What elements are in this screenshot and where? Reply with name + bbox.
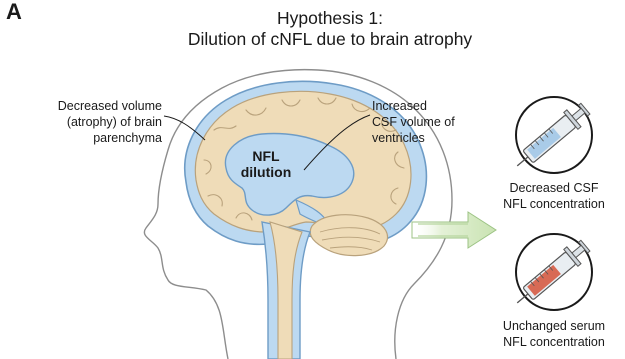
label-csf-result: Decreased CSF NFL concentration: [486, 180, 622, 212]
label-csf-volume-line-1: Increased: [372, 98, 482, 114]
label-parenchyma: Decreased volume (atrophy) of brain pare…: [8, 98, 162, 146]
label-csf-result-line-1: Decreased CSF: [486, 180, 622, 196]
label-nfl-dilution: NFL dilution: [236, 148, 296, 180]
label-csf-volume: Increased CSF volume of ventricles: [372, 98, 482, 146]
label-parenchyma-line-2: (atrophy) of brain: [8, 114, 162, 130]
label-csf-volume-line-3: ventricles: [372, 130, 482, 146]
title-line-1: Hypothesis 1:: [120, 8, 540, 29]
result-arrow: [412, 212, 496, 248]
label-nfl: NFL: [236, 148, 296, 164]
cerebellum: [310, 215, 387, 256]
csf-syringe-icon: [510, 97, 592, 174]
label-csf-result-line-2: NFL concentration: [486, 196, 622, 212]
serum-syringe-icon: [510, 234, 592, 311]
panel-label: A: [6, 0, 22, 24]
label-parenchyma-line-1: Decreased volume: [8, 98, 162, 114]
label-csf-volume-line-2: CSF volume of: [372, 114, 482, 130]
label-serum-result-line-2: NFL concentration: [486, 334, 622, 350]
label-parenchyma-line-3: parenchyma: [8, 130, 162, 146]
label-dilution: dilution: [236, 164, 296, 180]
label-serum-result: Unchanged serum NFL concentration: [486, 318, 622, 350]
figure-title: Hypothesis 1: Dilution of cNFL due to br…: [120, 8, 540, 50]
title-line-2: Dilution of cNFL due to brain atrophy: [120, 29, 540, 50]
label-serum-result-line-1: Unchanged serum: [486, 318, 622, 334]
